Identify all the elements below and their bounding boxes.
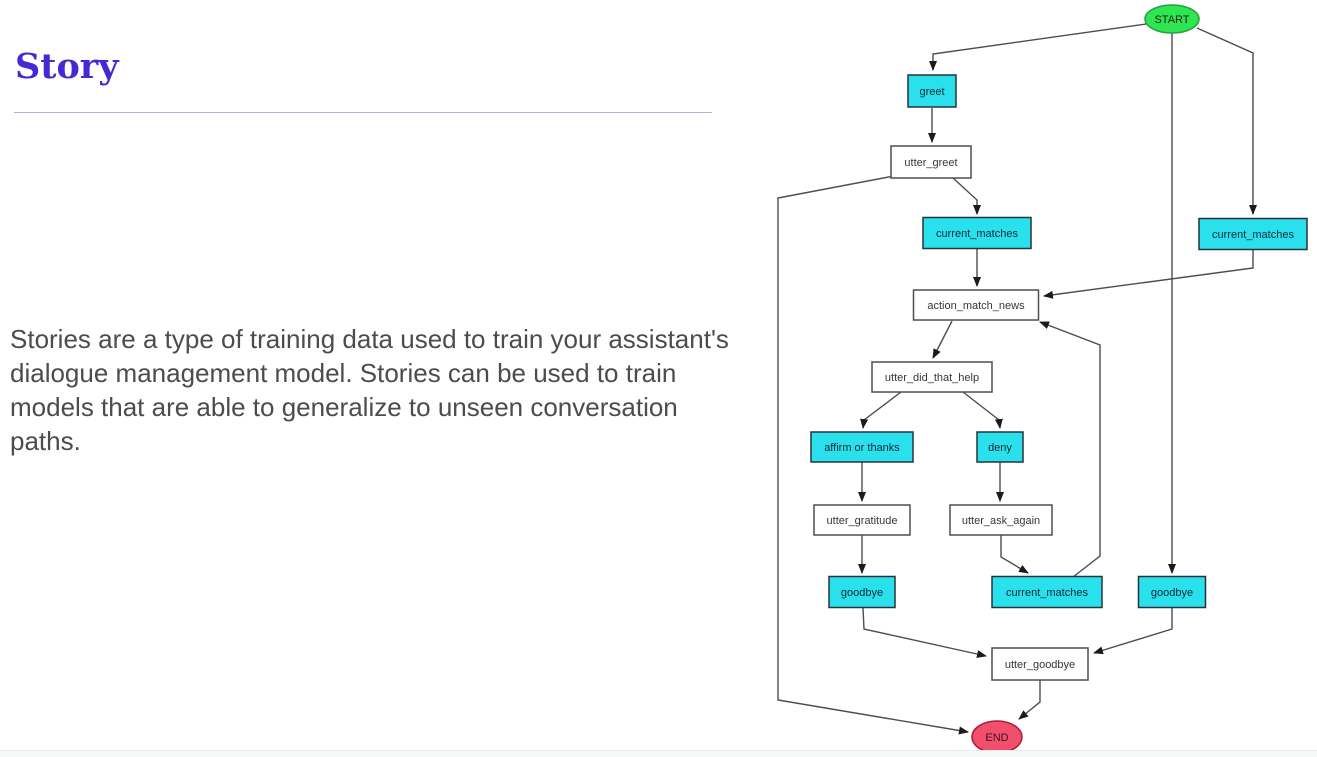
node-utter_gratitude: utter_gratitude [813, 504, 911, 536]
node-current_matches_2: current_matches [1198, 217, 1308, 251]
node-utter_greet: utter_greet [890, 145, 972, 179]
node-current_matches_3: current_matches [991, 575, 1103, 609]
node-label-current_matches_1: current_matches [936, 228, 1018, 240]
edge-action_match_news-to-utter_did_that_help [932, 320, 953, 359]
page-title: Story [15, 46, 119, 87]
node-deny: deny [976, 431, 1024, 463]
node-shape-deny [976, 431, 1024, 463]
node-current_matches_1: current_matches [922, 216, 1032, 250]
node-label-deny: deny [988, 442, 1012, 454]
node-goodbye_1: goodbye [828, 575, 896, 609]
node-label-start: START [1154, 14, 1189, 26]
node-label-goodbye_2: goodbye [1151, 587, 1193, 599]
node-shape-greet [907, 74, 957, 108]
node-shape-utter_did_that_help [871, 361, 993, 393]
edge-current_matches_2-to-action_match_news [1043, 250, 1254, 299]
node-start: START [1144, 4, 1200, 34]
node-label-utter_ask_again: utter_ask_again [962, 515, 1040, 527]
node-utter_ask_again: utter_ask_again [949, 504, 1053, 536]
edge-current_matches_3-to-action_match_news [1039, 321, 1101, 578]
node-label-action_match_news: action_match_news [927, 300, 1025, 312]
title-underline [14, 112, 712, 113]
edge-start-to-current_matches_2 [1196, 27, 1257, 215]
node-shape-utter_gratitude [813, 504, 911, 536]
node-greet: greet [907, 74, 957, 108]
node-label-utter_did_that_help: utter_did_that_help [885, 372, 979, 384]
node-label-utter_greet: utter_greet [904, 157, 957, 169]
node-label-utter_goodbye: utter_goodbye [1005, 659, 1075, 671]
node-shape-start [1144, 4, 1200, 34]
node-goodbye_2: goodbye [1137, 575, 1207, 609]
node-utter_did_that_help: utter_did_that_help [871, 361, 993, 393]
node-label-affirm_or_thanks: affirm or thanks [824, 442, 900, 454]
node-label-utter_gratitude: utter_gratitude [827, 515, 898, 527]
node-utter_goodbye: utter_goodbye [991, 647, 1089, 681]
node-shape-affirm_or_thanks [810, 431, 914, 463]
edge-goodbye_2-to-utter_goodbye [1093, 608, 1173, 655]
node-action_match_news: action_match_news [912, 289, 1040, 321]
node-shape-utter_greet [890, 145, 972, 179]
node-shape-current_matches_2 [1198, 217, 1308, 251]
node-end: END [971, 720, 1023, 754]
node-label-end: END [985, 732, 1008, 744]
edge-utter_ask_again-to-current_matches_3 [1000, 535, 1029, 574]
edge-utter_goodbye-to-end [1018, 680, 1041, 720]
node-affirm_or_thanks: affirm or thanks [810, 431, 914, 463]
node-label-goodbye_1: goodbye [841, 587, 883, 599]
node-shape-goodbye_2 [1137, 575, 1207, 609]
node-label-current_matches_2: current_matches [1212, 229, 1294, 241]
intro-paragraph: Stories are a type of training data used… [10, 324, 729, 456]
node-shape-action_match_news [912, 289, 1040, 321]
node-shape-current_matches_3 [991, 575, 1103, 609]
edge-goodbye_1-to-utter_goodbye [862, 607, 987, 658]
node-shape-utter_ask_again [949, 504, 1053, 536]
edge-utter_did_that_help-to-deny [962, 391, 1003, 429]
edge-utter_greet-to-end [777, 175, 969, 735]
edge-start-to-greet [929, 23, 1147, 71]
node-shape-goodbye_1 [828, 575, 896, 609]
node-shape-current_matches_1 [922, 216, 1032, 250]
node-label-current_matches_3: current_matches [1006, 587, 1088, 599]
bottom-separator [0, 750, 1317, 757]
node-shape-utter_goodbye [991, 647, 1089, 681]
edge-utter_greet-to-current_matches_1 [952, 177, 981, 215]
node-label-greet: greet [919, 86, 944, 98]
edge-utter_did_that_help-to-affirm_or_thanks [860, 391, 902, 429]
